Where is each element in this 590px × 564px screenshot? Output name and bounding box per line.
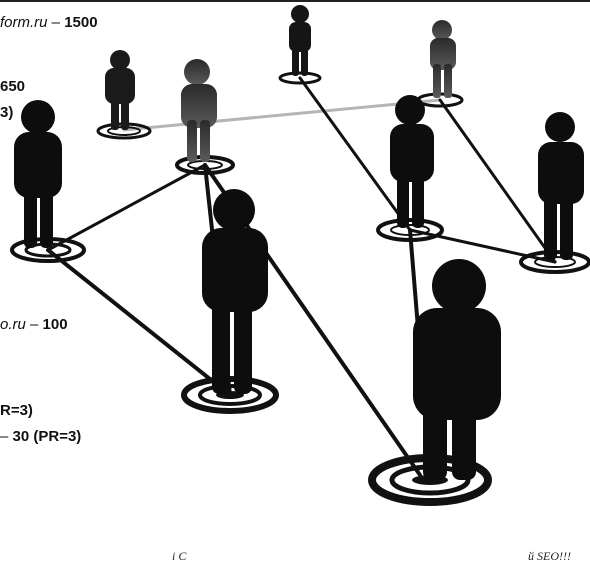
link-line (438, 98, 557, 264)
person-figure (368, 259, 501, 506)
link-line (298, 76, 412, 232)
top-border (0, 0, 590, 2)
person-figure (10, 100, 86, 263)
link-count: 1500 (64, 14, 98, 31)
dash: – (25, 316, 43, 333)
site-label: o.ru – 100 (0, 316, 68, 334)
person-figure (278, 5, 322, 85)
site-label: 3) (0, 104, 13, 122)
person-figure (96, 50, 152, 140)
site-label: 650 (0, 78, 25, 96)
link-line (122, 98, 442, 132)
site-name: o.ru (0, 316, 26, 333)
person-figure (181, 189, 279, 414)
link-line (46, 163, 207, 252)
page-rank: R=3) (0, 402, 33, 419)
site-label: form.ru – 1500 (0, 14, 98, 32)
site-name: form.ru (0, 14, 48, 31)
site-label: – 30 (PR=3) (0, 428, 81, 446)
site-label: R=3) (0, 402, 33, 420)
link-count: 100 (42, 316, 68, 333)
link-count: 650 (0, 78, 26, 95)
dash: – (0, 428, 13, 445)
page-rank: 3) (0, 104, 14, 121)
link-line (46, 248, 232, 397)
link-count: 30 (PR=3) (12, 428, 82, 445)
dash: – (47, 14, 65, 31)
person-figure (376, 95, 444, 242)
link-line (408, 228, 557, 264)
person-figure (519, 112, 590, 274)
caption-right: й SEO!!! (528, 549, 571, 563)
caption: і С й SEO!!! (0, 549, 590, 563)
person-figure (416, 20, 464, 108)
person-figure (175, 59, 235, 175)
caption-left: і С (172, 549, 187, 563)
